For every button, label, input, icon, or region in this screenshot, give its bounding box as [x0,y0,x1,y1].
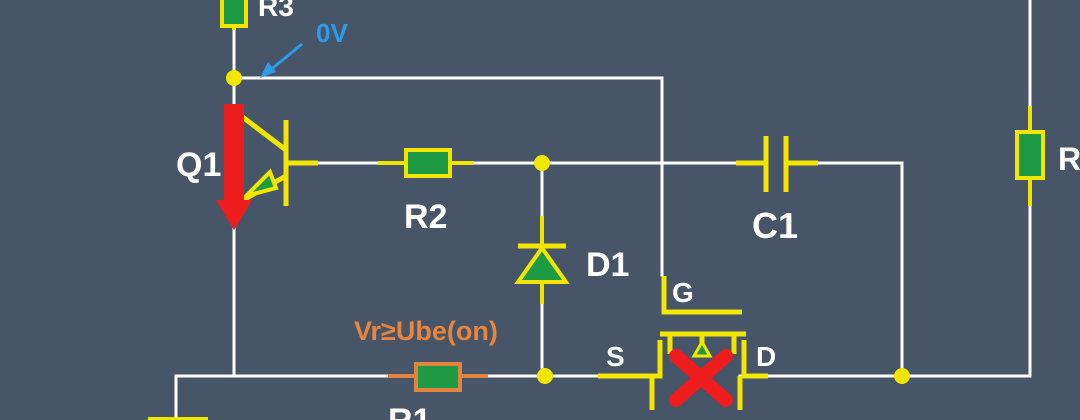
red-down-arrow-icon [216,104,252,230]
label-q1: Q1 [176,146,221,184]
label-r3: R3 [258,0,294,22]
mosfet [598,276,768,410]
capacitor-c1 [736,136,818,192]
node-right-bottom [894,368,910,384]
label-c1: C1 [752,205,798,246]
mosfet-arrow [691,338,713,358]
label-s: S [606,341,625,372]
label-vr-annotation: Vr≥Ube(on) [354,316,498,346]
label-r1: R1 [388,402,431,420]
label-r-right: R [1058,141,1080,177]
resistor-right [1015,106,1045,206]
label-g: G [672,277,694,308]
diode-d1 [514,216,570,304]
nodes [226,70,910,384]
resistor-r1 [388,362,488,392]
mosfet-gate-lead [661,276,742,315]
q1-collector [234,110,288,152]
blue-arrow-icon [260,42,303,78]
resistor-r2 [378,148,474,178]
node-r2-d1 [534,155,550,171]
resistor-r3 [220,0,248,30]
node-d1-bottom [537,368,553,384]
label-d: D [756,341,776,372]
mosfet-source-lead [598,340,663,379]
q1-emitter-arrow [239,168,279,200]
label-r2: R2 [404,198,447,236]
label-zero-volt: 0V [316,18,348,48]
node-r3-q1 [226,70,242,86]
red-x-icon [669,349,733,407]
mosfet-drain-lead [741,340,768,379]
label-d1: D1 [586,246,629,284]
wires [174,0,1032,420]
